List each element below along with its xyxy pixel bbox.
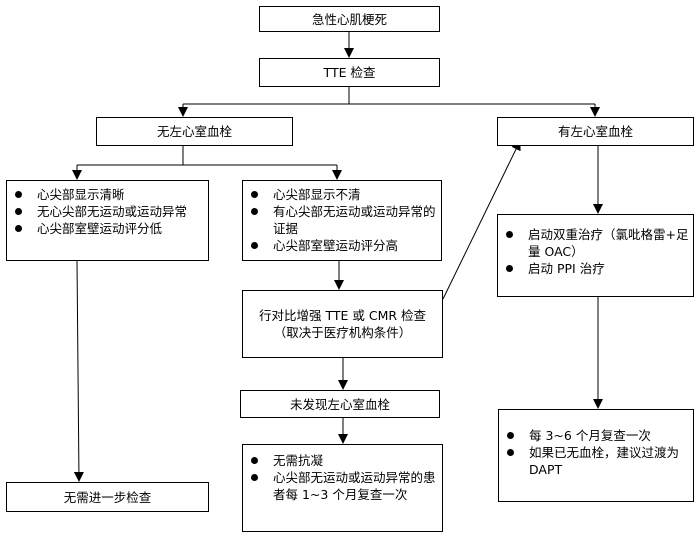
arrow-clear-to-nocheck: [73, 260, 84, 482]
contrast-exam-line: 行对比增强 TTE 或 CMR 检查: [258, 308, 427, 323]
apex-unclear-item: 有心尖部无运动或运动异常的证据: [247, 203, 437, 237]
ami-label: 急性心肌梗死: [311, 11, 387, 27]
no-anticoag-item: 心尖部无运动或运动异常的患者每 1~3 个月复查一次: [247, 469, 438, 503]
no-lvt-found-label: 未发现左心室血栓: [289, 396, 390, 412]
contrast-exam-box: 行对比增强 TTE 或 CMR 检查 （取决于医疗机构条件）: [242, 290, 443, 358]
no-further-check-box: 无需进一步检查: [6, 482, 209, 512]
apex-unclear-box: 心尖部显示不清 有心尖部无运动或运动异常的证据 心尖部室壁运动评分高: [242, 180, 442, 261]
no-lvt-label: 无左心室血栓: [156, 124, 232, 139]
no-further-check-label: 无需进一步检查: [63, 489, 152, 505]
contrast-exam-note: （取决于医疗机构条件）: [273, 325, 412, 340]
no-anticoag-box: 无需抗凝 心尖部无运动或运动异常的患者每 1~3 个月复查一次: [242, 444, 443, 532]
apex-unclear-item: 心尖部室壁运动评分高: [247, 237, 437, 254]
recheck-box: 每 3~6 个月复查一次 如果已无血栓，建议过渡为 DAPT: [498, 409, 694, 502]
apex-clear-item: 心尖部室壁运动评分低: [11, 220, 204, 237]
arrow-contrast-to-lvt: [442, 140, 521, 300]
lvt-box: 有左心室血栓: [497, 117, 694, 146]
recheck-item: 每 3~6 个月复查一次: [503, 427, 689, 444]
ami-box: 急性心肌梗死: [259, 6, 440, 32]
no-lvt-box: 无左心室血栓: [96, 117, 293, 146]
dual-therapy-item: 启动双重治疗（氯吡格雷+足量 OAC）: [502, 226, 689, 260]
apex-unclear-item: 心尖部显示不清: [247, 186, 437, 203]
tte-box: TTE 检查: [259, 58, 440, 87]
no-lvt-found-box: 未发现左心室血栓: [240, 390, 440, 418]
apex-clear-box: 心尖部显示清晰 无心尖部无运动或运动异常 心尖部室壁运动评分低: [6, 180, 209, 261]
lvt-label: 有左心室血栓: [557, 124, 633, 139]
tte-label: TTE 检查: [323, 65, 376, 80]
recheck-item: 如果已无血栓，建议过渡为 DAPT: [503, 444, 689, 478]
apex-clear-item: 心尖部显示清晰: [11, 186, 204, 203]
no-anticoag-item: 无需抗凝: [247, 452, 438, 469]
dual-therapy-box: 启动双重治疗（氯吡格雷+足量 OAC） 启动 PPI 治疗: [497, 214, 694, 297]
dual-therapy-item: 启动 PPI 治疗: [502, 260, 689, 277]
apex-clear-item: 无心尖部无运动或运动异常: [11, 203, 204, 220]
